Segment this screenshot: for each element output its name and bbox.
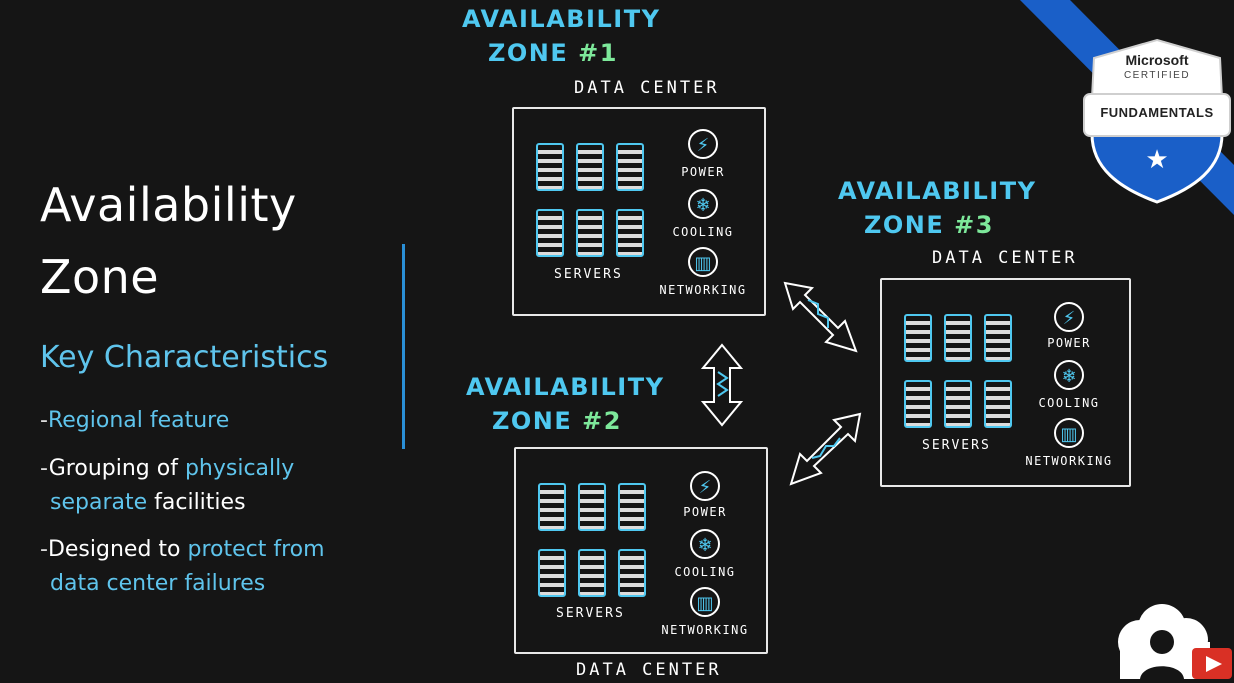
lightning-bolt-icon: ⚡ bbox=[1054, 302, 1084, 332]
zone-1-label: AVAILABILITY ZONE #1 bbox=[462, 5, 661, 67]
server-rack-icon bbox=[618, 549, 646, 597]
snowflake-icon: ❄ bbox=[688, 189, 718, 219]
server-rack-icon bbox=[578, 549, 606, 597]
servers-label: SERVERS bbox=[556, 606, 625, 621]
cooling-label: COOLING bbox=[674, 565, 736, 579]
youtube-play-icon[interactable] bbox=[1192, 648, 1232, 679]
person-icon bbox=[1150, 630, 1174, 654]
server-rack-icon bbox=[538, 483, 566, 531]
arrow-zone1-zone3 bbox=[783, 281, 858, 353]
badge-line2: CERTIFIED bbox=[1123, 70, 1191, 81]
arrow-zone1-zone2 bbox=[700, 343, 744, 427]
badge-line1: Microsoft bbox=[1125, 52, 1189, 68]
zone-3-datacenter-box: SERVERS ⚡ POWER ❄ COOLING ▥ NETWORKING bbox=[880, 278, 1131, 487]
server-rack-icon bbox=[904, 380, 932, 428]
lightning-bolt-icon: ⚡ bbox=[690, 471, 720, 501]
slide-title-line2: Zone bbox=[40, 250, 160, 304]
power-label: POWER bbox=[1047, 336, 1091, 350]
networking-label: NETWORKING bbox=[1025, 454, 1113, 468]
servers-label: SERVERS bbox=[922, 438, 991, 453]
network-plug-icon: ▥ bbox=[1054, 418, 1084, 448]
slide-subtitle: Key Characteristics bbox=[40, 340, 329, 375]
networking-label: NETWORKING bbox=[659, 283, 747, 297]
bullet-regional-feature: -Regional feature bbox=[40, 408, 230, 433]
zone-2-datacenter-box: SERVERS ⚡ POWER ❄ COOLING ▥ NETWORKING bbox=[514, 447, 768, 654]
bullet-designed-to-protect: -Designed to protect from data center fa… bbox=[40, 537, 325, 596]
zone-3-label: AVAILABILITY ZONE #3 bbox=[838, 177, 1037, 239]
slide-title-line1: Availability bbox=[40, 178, 297, 232]
zone-3-datacenter-label: DATA CENTER bbox=[932, 248, 1078, 268]
server-rack-icon bbox=[536, 143, 564, 191]
network-plug-icon: ▥ bbox=[688, 247, 718, 277]
snowflake-icon: ❄ bbox=[1054, 360, 1084, 390]
server-rack-icon bbox=[944, 314, 972, 362]
server-rack-icon bbox=[578, 483, 606, 531]
network-plug-icon: ▥ bbox=[690, 587, 720, 617]
cooling-label: COOLING bbox=[672, 225, 734, 239]
servers-label: SERVERS bbox=[554, 267, 623, 282]
badge-line3: FUNDAMENTALS bbox=[1100, 105, 1214, 120]
zone-1-datacenter-label: DATA CENTER bbox=[574, 78, 720, 98]
arrow-zone2-zone3 bbox=[789, 412, 862, 486]
server-rack-icon bbox=[618, 483, 646, 531]
divider-line bbox=[402, 244, 405, 449]
server-rack-icon bbox=[616, 209, 644, 257]
power-label: POWER bbox=[683, 505, 727, 519]
star-icon: ★ bbox=[1145, 145, 1168, 175]
server-rack-icon bbox=[536, 209, 564, 257]
server-rack-icon bbox=[944, 380, 972, 428]
networking-label: NETWORKING bbox=[661, 623, 749, 637]
server-rack-icon bbox=[576, 209, 604, 257]
power-label: POWER bbox=[681, 165, 725, 179]
microsoft-certified-badge: ★ Microsoft CERTIFIED FUNDAMENTALS bbox=[1080, 0, 1234, 215]
server-rack-icon bbox=[904, 314, 932, 362]
zone-2-label: AVAILABILITY ZONE #2 bbox=[466, 373, 665, 435]
cooling-label: COOLING bbox=[1038, 396, 1100, 410]
server-rack-icon bbox=[576, 143, 604, 191]
zone-2-datacenter-label: DATA CENTER bbox=[576, 660, 722, 680]
zone-1-datacenter-box: SERVERS ⚡ POWER ❄ COOLING ▥ NETWORKING bbox=[512, 107, 766, 316]
server-rack-icon bbox=[538, 549, 566, 597]
bullet-grouping: -Grouping of physically separate facilit… bbox=[40, 456, 295, 515]
lightning-bolt-icon: ⚡ bbox=[688, 129, 718, 159]
snowflake-icon: ❄ bbox=[690, 529, 720, 559]
server-rack-icon bbox=[616, 143, 644, 191]
server-rack-icon bbox=[984, 314, 1012, 362]
server-rack-icon bbox=[984, 380, 1012, 428]
